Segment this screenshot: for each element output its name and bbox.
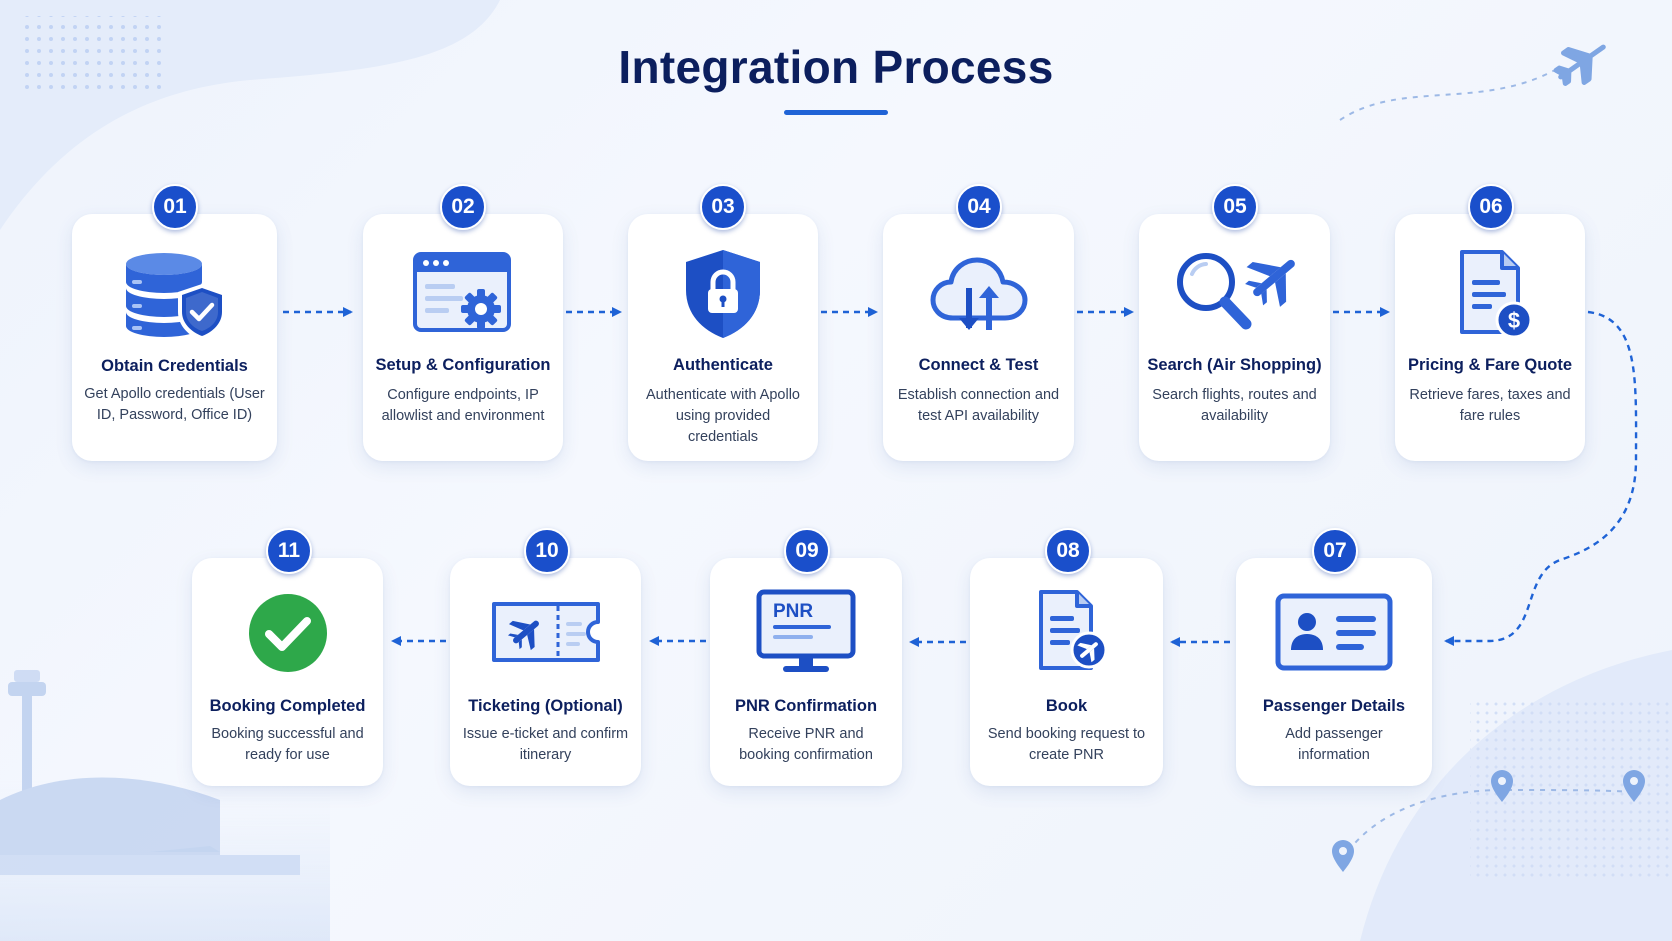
step-description: Retrieve fares, taxes and fare rules bbox=[1409, 387, 1571, 424]
step-badge-08: 08 bbox=[1045, 528, 1091, 574]
step-description: Send booking request to create PNR bbox=[987, 726, 1146, 763]
svg-text:$: $ bbox=[1508, 308, 1520, 333]
step-card-11: Booking Completed Booking successful and… bbox=[192, 558, 383, 786]
step-badge-11: 11 bbox=[266, 528, 312, 574]
page-title: Integration Process bbox=[618, 41, 1054, 93]
step-title: Ticketing (Optional) bbox=[468, 697, 623, 715]
step-badge-05: 05 bbox=[1212, 184, 1258, 230]
location-pin-icon bbox=[1332, 840, 1354, 872]
location-pin-icon bbox=[1491, 770, 1513, 802]
arrow-06-07 bbox=[1444, 310, 1638, 646]
step-description: Receive PNR and booking confirmation bbox=[739, 726, 873, 763]
step-card-06: $ Pricing & Fare Quote Retrieve fares, t… bbox=[1395, 214, 1585, 461]
step-title: Connect & Test bbox=[918, 356, 1039, 374]
browser-gear-icon bbox=[363, 244, 563, 344]
step-title: Booking Completed bbox=[209, 697, 366, 715]
title-underline bbox=[784, 110, 888, 115]
step-card-01: Obtain Credentials Get Apollo credential… bbox=[72, 214, 277, 461]
database-shield-icon bbox=[72, 244, 277, 344]
step-description: Get Apollo credentials (User ID, Passwor… bbox=[84, 386, 265, 423]
step-description: Authenticate with Apollo using provided … bbox=[646, 387, 800, 445]
step-card-04: Connect & Test Establish connection and … bbox=[883, 214, 1074, 461]
step-card-09: PNR PNR Confirmation Receive PNR and boo… bbox=[710, 558, 902, 786]
step-title: PNR Confirmation bbox=[734, 697, 878, 715]
step-badge-03: 03 bbox=[700, 184, 746, 230]
step-description: Establish connection and test API availa… bbox=[897, 387, 1060, 424]
step-badge-01: 01 bbox=[152, 184, 198, 230]
step-title: Pricing & Fare Quote bbox=[1407, 356, 1573, 374]
document-dollar-icon: $ bbox=[1395, 244, 1585, 344]
step-badge-07: 07 bbox=[1312, 528, 1358, 574]
ticket-icon bbox=[450, 588, 641, 688]
step-card-03: Authenticate Authenticate with Apollo us… bbox=[628, 214, 818, 461]
step-title: Setup & Configuration bbox=[375, 356, 551, 374]
pnr-label: PNR bbox=[773, 601, 813, 622]
step-title: Passenger Details bbox=[1262, 697, 1406, 715]
step-description: Add passenger information bbox=[1285, 726, 1383, 763]
step-badge-06: 06 bbox=[1468, 184, 1514, 230]
step-badge-04: 04 bbox=[956, 184, 1002, 230]
step-card-02: Setup & Configuration Configure endpoint… bbox=[363, 214, 563, 461]
airport-silhouette bbox=[0, 670, 330, 941]
step-title: Obtain Credentials bbox=[101, 357, 248, 375]
step-title: Authenticate bbox=[673, 356, 773, 374]
step-badge-02: 02 bbox=[440, 184, 486, 230]
step-description: Search flights, routes and availability bbox=[1152, 387, 1317, 424]
step-card-05: Search (Air Shopping) Search flights, ro… bbox=[1139, 214, 1330, 461]
location-pin-icon bbox=[1623, 770, 1645, 802]
monitor-pnr-icon: PNR bbox=[710, 588, 902, 688]
step-badge-10: 10 bbox=[524, 528, 570, 574]
step-card-10: Ticketing (Optional) Issue e-ticket and … bbox=[450, 558, 641, 786]
cloud-transfer-icon bbox=[883, 244, 1074, 344]
id-card-icon bbox=[1236, 588, 1432, 688]
step-card-08: Book Send booking request to create PNR bbox=[970, 558, 1163, 786]
step-card-07: Passenger Details Add passenger informat… bbox=[1236, 558, 1432, 786]
step-description: Configure endpoints, IP allowlist and en… bbox=[381, 387, 545, 424]
check-circle-icon bbox=[192, 588, 383, 688]
shield-lock-icon bbox=[628, 244, 818, 344]
step-description: Booking successful and ready for use bbox=[211, 726, 364, 763]
step-badge-09: 09 bbox=[784, 528, 830, 574]
document-plane-icon bbox=[970, 588, 1163, 688]
search-plane-icon bbox=[1139, 244, 1330, 344]
step-title: Search (Air Shopping) bbox=[1147, 356, 1322, 374]
airplane-decoration-icon bbox=[1553, 44, 1606, 86]
step-description: Issue e-ticket and confirm itinerary bbox=[462, 726, 629, 763]
step-title: Book bbox=[1045, 697, 1088, 715]
